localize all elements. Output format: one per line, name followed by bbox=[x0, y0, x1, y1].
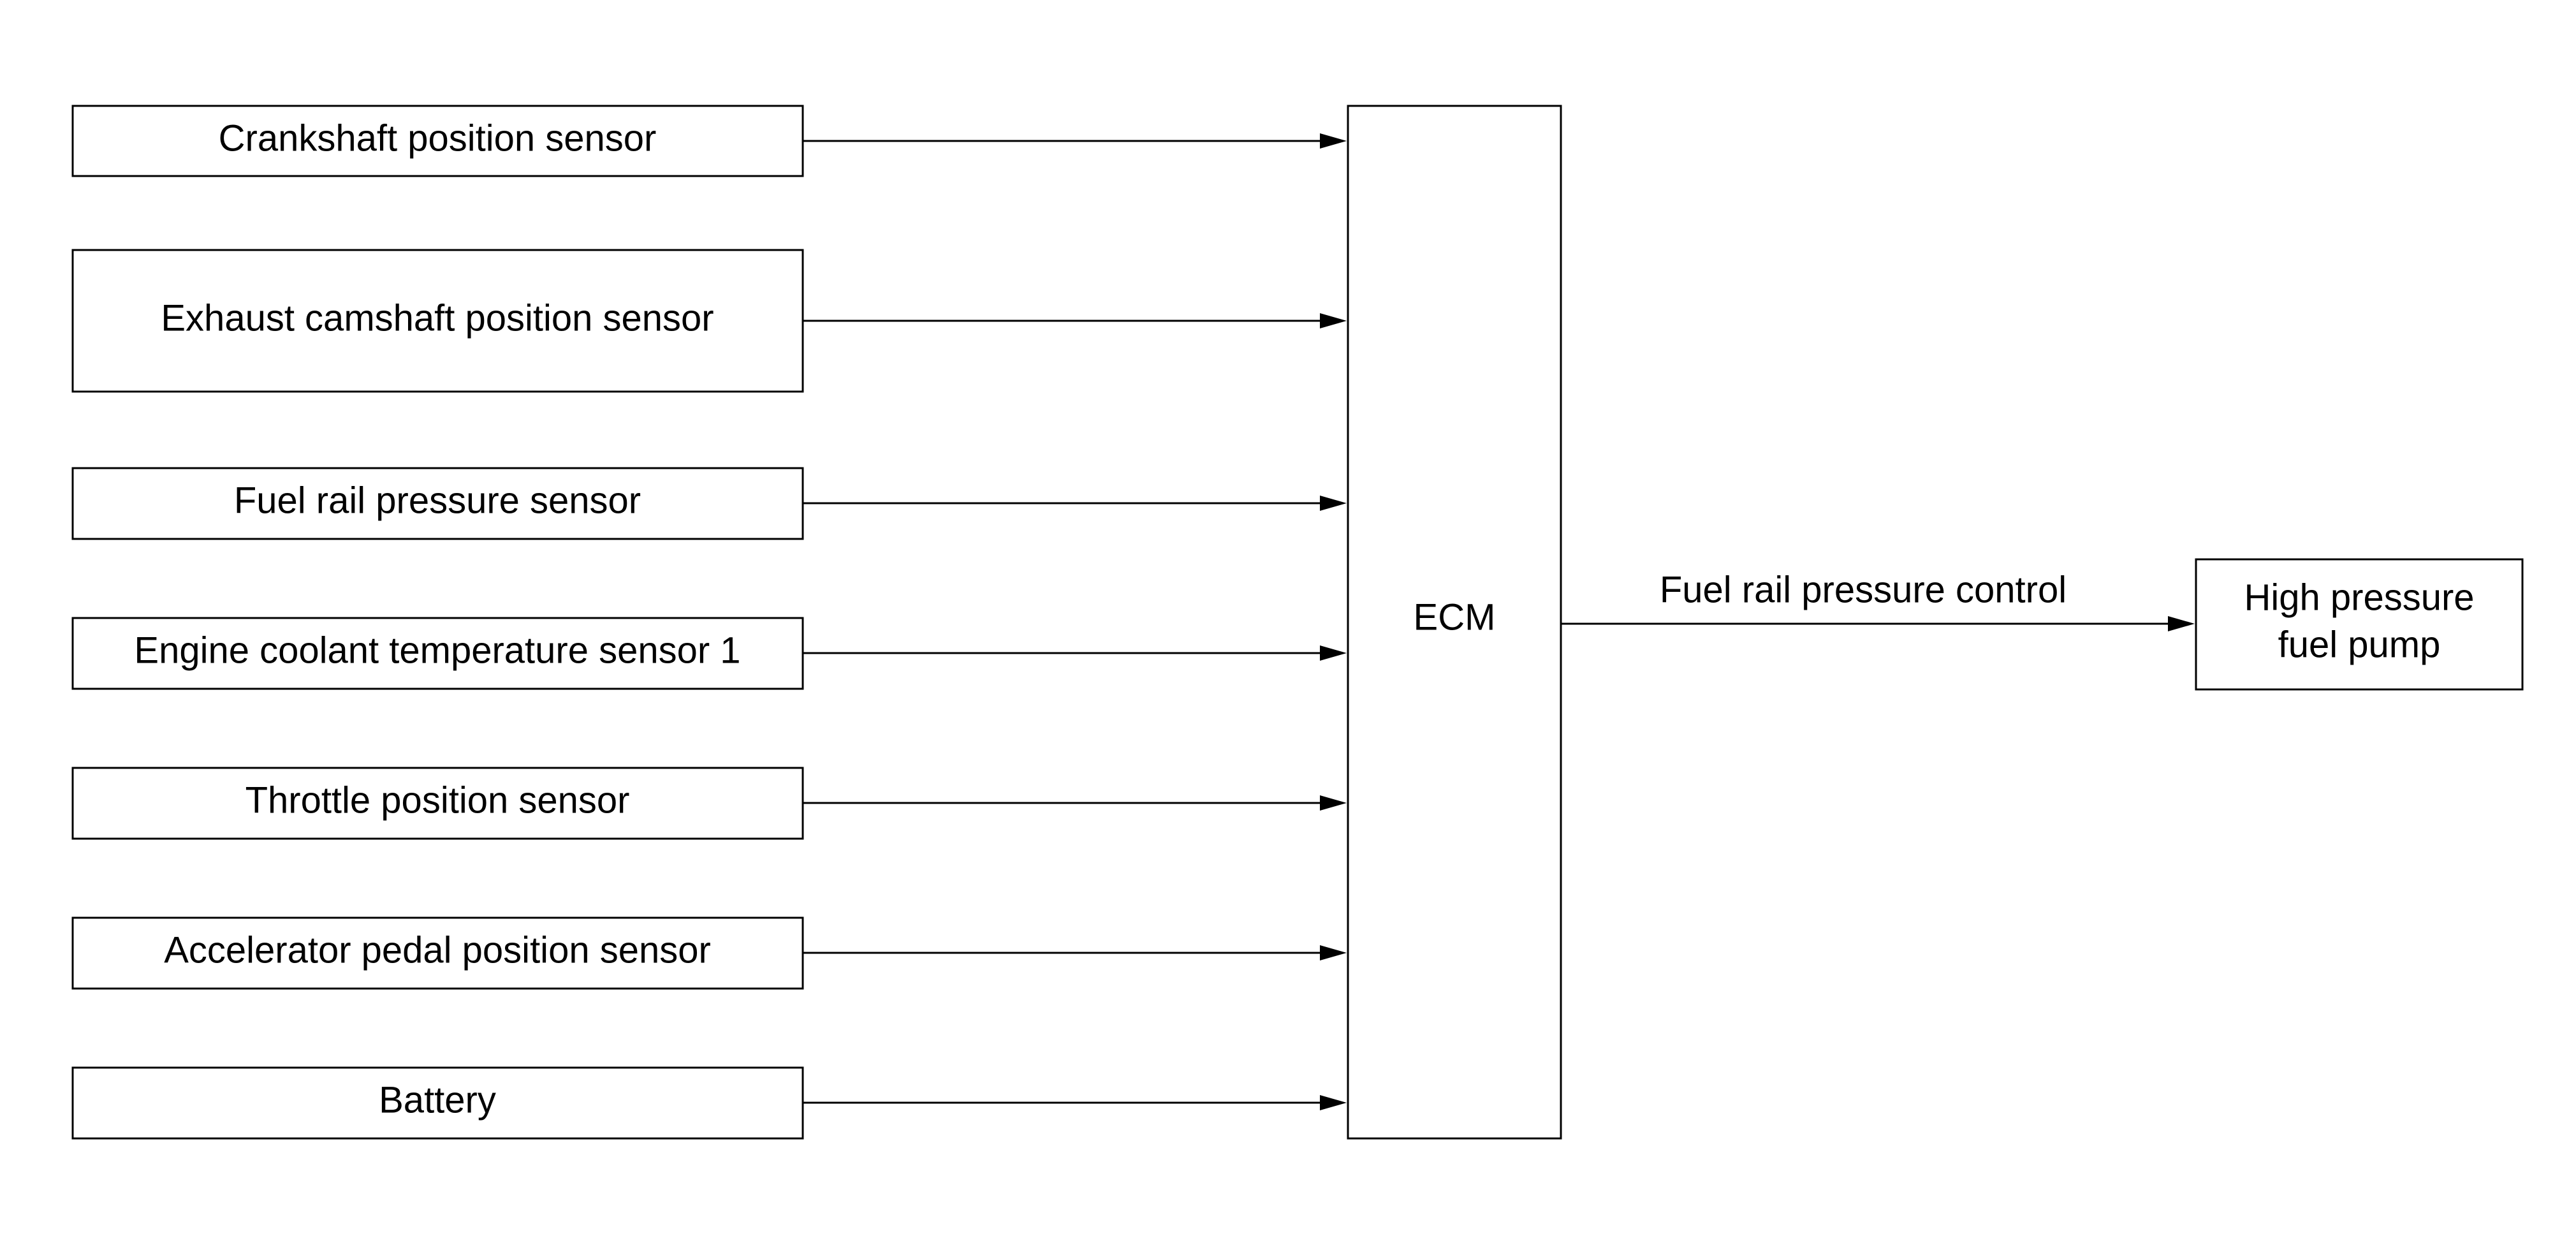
input-box-engine-coolant-temp bbox=[71, 617, 804, 690]
input-fuel-rail-pressure: Fuel rail pressure sensor bbox=[71, 467, 1347, 540]
arrowhead-accelerator-pedal bbox=[1320, 945, 1347, 960]
input-label-accelerator-pedal: Accelerator pedal position sensor bbox=[164, 929, 711, 971]
ecm-block: ECM bbox=[1347, 105, 1562, 1140]
arrowhead-engine-coolant-temp bbox=[1320, 645, 1347, 661]
input-box-throttle-position bbox=[71, 767, 804, 840]
input-engine-coolant-temp: Engine coolant temperature sensor 1 bbox=[71, 617, 1347, 690]
arrowhead-throttle-position bbox=[1320, 795, 1347, 811]
input-accelerator-pedal: Accelerator pedal position sensor bbox=[71, 916, 1347, 990]
arrowhead-ecm-to-pump bbox=[2168, 616, 2195, 631]
arrowhead-fuel-rail-pressure bbox=[1320, 496, 1347, 511]
input-box-battery bbox=[71, 1066, 804, 1140]
output-signal-label: Fuel rail pressure control bbox=[1660, 569, 2067, 610]
arrowhead-battery bbox=[1320, 1095, 1347, 1110]
ecm-label: ECM bbox=[1414, 596, 1496, 638]
output-signal: Fuel rail pressure control bbox=[1561, 569, 2195, 631]
arrowhead-exhaust-camshaft bbox=[1320, 313, 1347, 328]
ecm-box bbox=[1347, 105, 1562, 1140]
input-label-engine-coolant-temp: Engine coolant temperature sensor 1 bbox=[134, 629, 740, 671]
input-label-battery: Battery bbox=[379, 1079, 496, 1121]
input-battery: Battery bbox=[71, 1066, 1347, 1140]
pump-label-line-1: High pressure bbox=[2244, 577, 2474, 618]
input-exhaust-camshaft: Exhaust camshaft position sensor bbox=[71, 249, 1347, 393]
input-throttle-position: Throttle position sensor bbox=[71, 767, 1347, 840]
input-box-crankshaft bbox=[71, 105, 804, 177]
input-box-accelerator-pedal bbox=[71, 916, 804, 990]
input-label-crankshaft: Crankshaft position sensor bbox=[219, 117, 657, 159]
input-crankshaft: Crankshaft position sensor bbox=[71, 105, 1347, 177]
input-label-fuel-rail-pressure: Fuel rail pressure sensor bbox=[234, 480, 641, 521]
pump-box bbox=[2195, 558, 2524, 691]
input-label-throttle-position: Throttle position sensor bbox=[245, 779, 630, 821]
input-label-exhaust-camshaft: Exhaust camshaft position sensor bbox=[161, 297, 714, 339]
pump-label-line-2: fuel pump bbox=[2278, 624, 2441, 665]
arrowhead-crankshaft bbox=[1320, 133, 1347, 149]
high-pressure-fuel-pump: High pressure fuel pump bbox=[2195, 558, 2524, 691]
input-box-fuel-rail-pressure bbox=[71, 467, 804, 540]
input-box-exhaust-camshaft bbox=[71, 249, 804, 393]
